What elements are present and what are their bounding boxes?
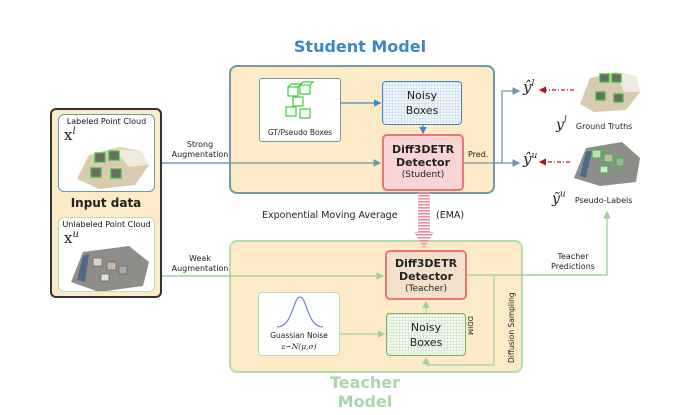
pseudo-label-point-cloud-image — [574, 142, 640, 186]
labeled-point-cloud-image — [77, 147, 149, 189]
diffusion-sampling-label: Diffusion Sampling — [507, 292, 516, 363]
labeled-point-cloud-card: Labeled Point Cloud xl — [58, 114, 155, 192]
ddim-label: DDIM — [466, 316, 474, 335]
student-model-title: Student Model — [293, 37, 427, 56]
ema-abbreviation: (EMA) — [436, 210, 465, 221]
y-hat-l: ŷl — [523, 78, 535, 96]
y-hat-u: ŷu — [523, 150, 538, 168]
ema-label: Exponential Moving Average — [262, 210, 398, 221]
labeled-point-cloud-label: Labeled Point Cloud — [66, 117, 147, 126]
unlabeled-point-cloud-card: Unlabeled Point Cloud xu — [58, 217, 155, 292]
input-data-title: Input data — [70, 196, 142, 210]
pseudo-labels-label: ỹu Pseudo-Labels — [552, 189, 633, 207]
gt-pseudo-boxes-card: GT/Pseudo Boxes — [259, 78, 341, 142]
unlabeled-var: xu — [64, 229, 79, 247]
ema-arrow — [414, 192, 434, 248]
pred-label: Pred. — [468, 150, 489, 159]
3d-boxes-icon — [285, 81, 315, 119]
teacher-detector: Diff3DETR Detector (Teacher) — [385, 250, 467, 300]
gt-pseudo-boxes-label: GT/Pseudo Boxes — [267, 128, 333, 137]
student-detector: Diff3DETR Detector (Student) — [382, 134, 464, 191]
gaussian-curve-icon — [276, 296, 324, 328]
gaussian-noise-formula: ε~N(μ,σ) — [281, 342, 317, 351]
ground-truth-label: yl Ground Truths — [556, 115, 633, 133]
unlabeled-point-cloud-image — [71, 246, 149, 291]
pred-to-yl-edge — [501, 87, 521, 163]
unlabeled-point-cloud-label: Unlabeled Point Cloud — [62, 220, 151, 229]
ground-truth-point-cloud-image — [580, 72, 640, 112]
gaussian-noise-label: Guassian Noise — [270, 331, 328, 340]
gaussian-noise-card: Guassian Noise ε~N(μ,σ) — [258, 292, 340, 356]
labeled-var: xl — [64, 126, 76, 144]
teacher-model-title: Teacher Model — [329, 373, 401, 411]
